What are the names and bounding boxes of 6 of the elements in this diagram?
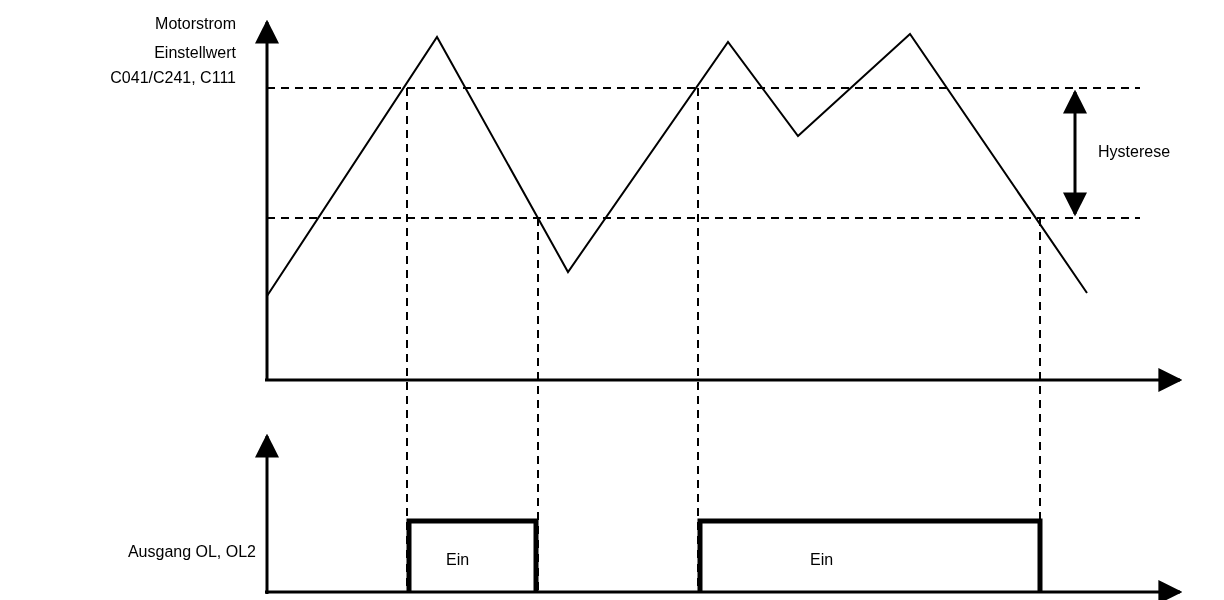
axis-label: Ausgang OL, OL2 [127, 542, 256, 562]
state-label: Ein [810, 550, 834, 570]
hysteresis-label: Hysterese [1098, 142, 1171, 162]
state-label: Ein [446, 550, 470, 570]
axis-label: Motorstrom [155, 14, 236, 34]
threshold-label: Einstellwert C041/C241, C111 [109, 43, 236, 88]
